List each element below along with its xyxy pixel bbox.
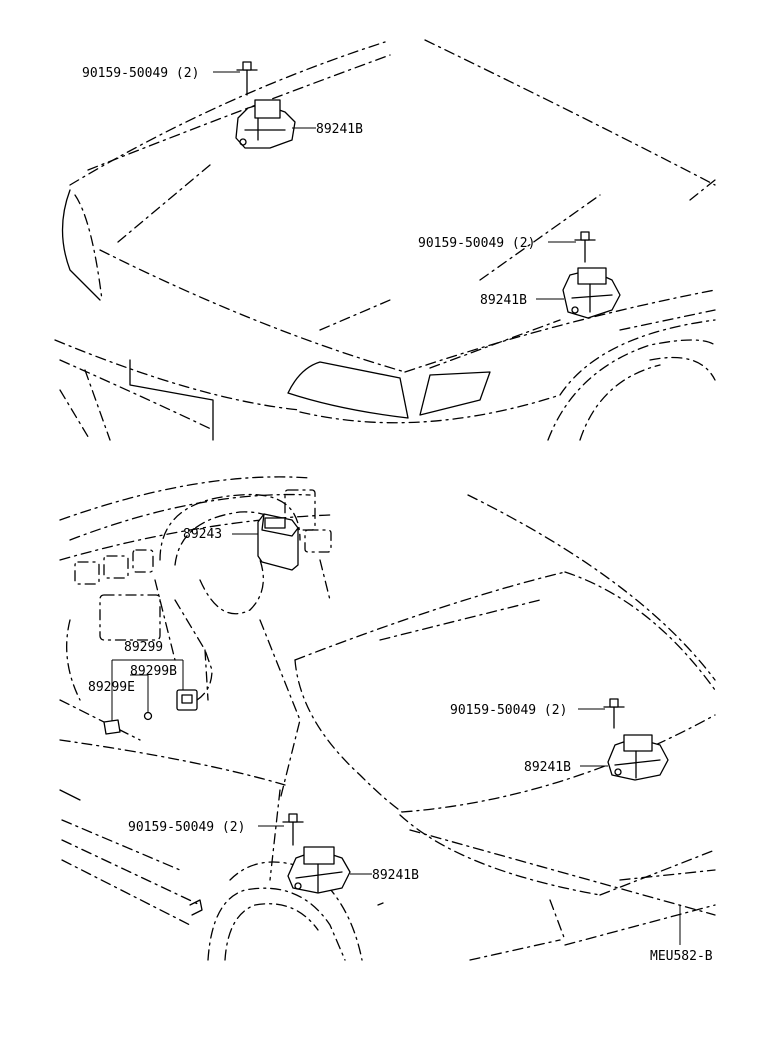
sensor-a-label: 89241B xyxy=(316,122,363,137)
bolt-b-label: 90159-50049 (2) xyxy=(418,236,535,251)
diagram-code: MEU582-B xyxy=(650,949,713,964)
sensor-c-label: 89241B xyxy=(524,760,571,775)
sensor-b-icon xyxy=(536,267,621,319)
bolt-d-icon xyxy=(258,813,304,846)
bolt-c-icon xyxy=(578,698,625,729)
connector-bracket xyxy=(111,659,184,722)
bolt-b-icon xyxy=(548,231,596,263)
connector-b-icon xyxy=(143,711,153,721)
ecu-label: 89243 xyxy=(183,527,222,542)
sensor-a-icon xyxy=(235,99,316,149)
connector-icon xyxy=(176,649,213,711)
connector-label: 89299 xyxy=(124,640,163,655)
sensor-c-icon xyxy=(580,734,669,781)
connector-e-label: 89299E xyxy=(88,680,135,695)
sensor-d-label: 89241B xyxy=(372,868,419,883)
bolt-d-label: 90159-50049 (2) xyxy=(128,820,245,835)
ecu-icon xyxy=(232,513,299,571)
connector-e-icon xyxy=(103,719,121,735)
bolt-c-label: 90159-50049 (2) xyxy=(450,703,567,718)
upper-car-outline xyxy=(54,39,716,441)
sensor-b-label: 89241B xyxy=(480,293,527,308)
bolt-a-label: 90159-50049 (2) xyxy=(82,66,199,81)
sensor-d-icon xyxy=(287,846,372,894)
connector-b-label: 89299B xyxy=(130,664,177,679)
bolt-a-icon xyxy=(213,61,258,96)
lower-car-outline xyxy=(61,494,716,961)
